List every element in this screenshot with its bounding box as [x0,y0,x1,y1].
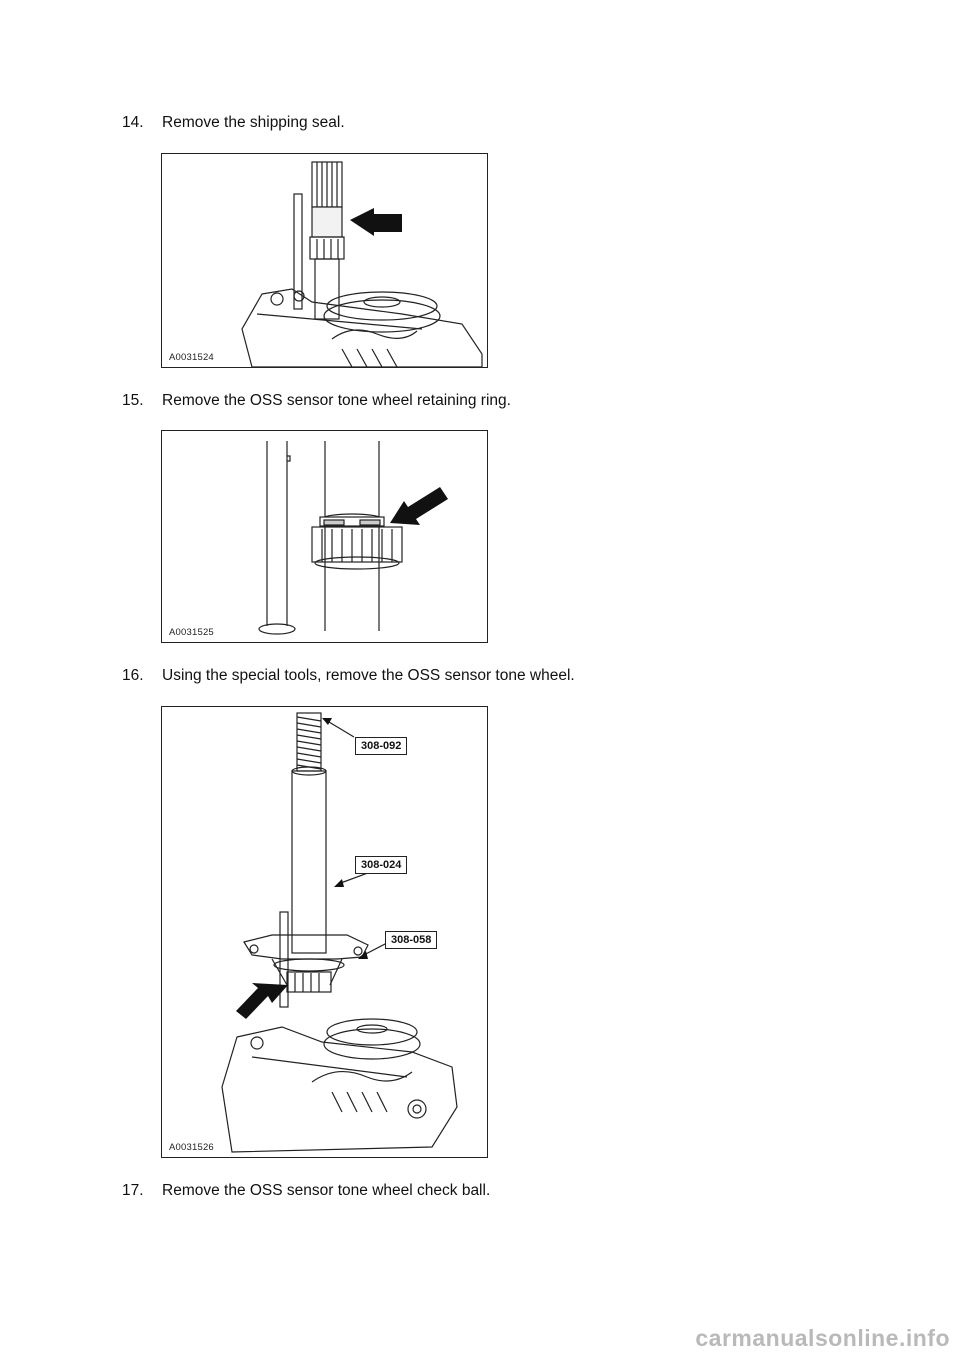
illustration-retaining-ring [258,441,448,635]
step-text: Remove the shipping seal. [162,114,345,131]
figure-id: A0031525 [169,627,214,638]
step-17: 17. Remove the OSS sensor tone wheel chec… [122,1182,490,1200]
figure-shipping-seal: A0031524 [161,153,488,368]
figure-special-tools: 308-092 308-024 308-058 A0031526 [161,706,488,1158]
illustration-shipping-seal [241,161,483,367]
step-number: 14. [122,114,144,131]
step-number: 15. [122,392,144,409]
step-text: Remove the OSS sensor tone wheel retaini… [162,392,511,409]
step-number: 17. [122,1182,144,1199]
tool-callout-308-092: 308-092 [355,737,408,755]
step-number: 16. [122,667,144,684]
step-14: 14. Remove the shipping seal. [122,114,345,132]
step-15: 15. Remove the OSS sensor tone wheel reta… [122,392,511,410]
step-text: Remove the OSS sensor tone wheel check b… [162,1182,491,1199]
step-16: 16. Using the special tools, remove the O… [122,667,575,685]
illustration-special-tools [221,712,458,1153]
watermark: carmanualsonline.info [695,1325,950,1351]
tool-callout-308-058: 308-058 [385,931,438,949]
figure-id: A0031524 [169,352,214,363]
step-text: Using the special tools, remove the OSS … [162,667,575,684]
tool-callout-308-024: 308-024 [355,856,408,874]
figure-retaining-ring: A0031525 [161,430,488,643]
figure-id: A0031526 [169,1142,214,1153]
